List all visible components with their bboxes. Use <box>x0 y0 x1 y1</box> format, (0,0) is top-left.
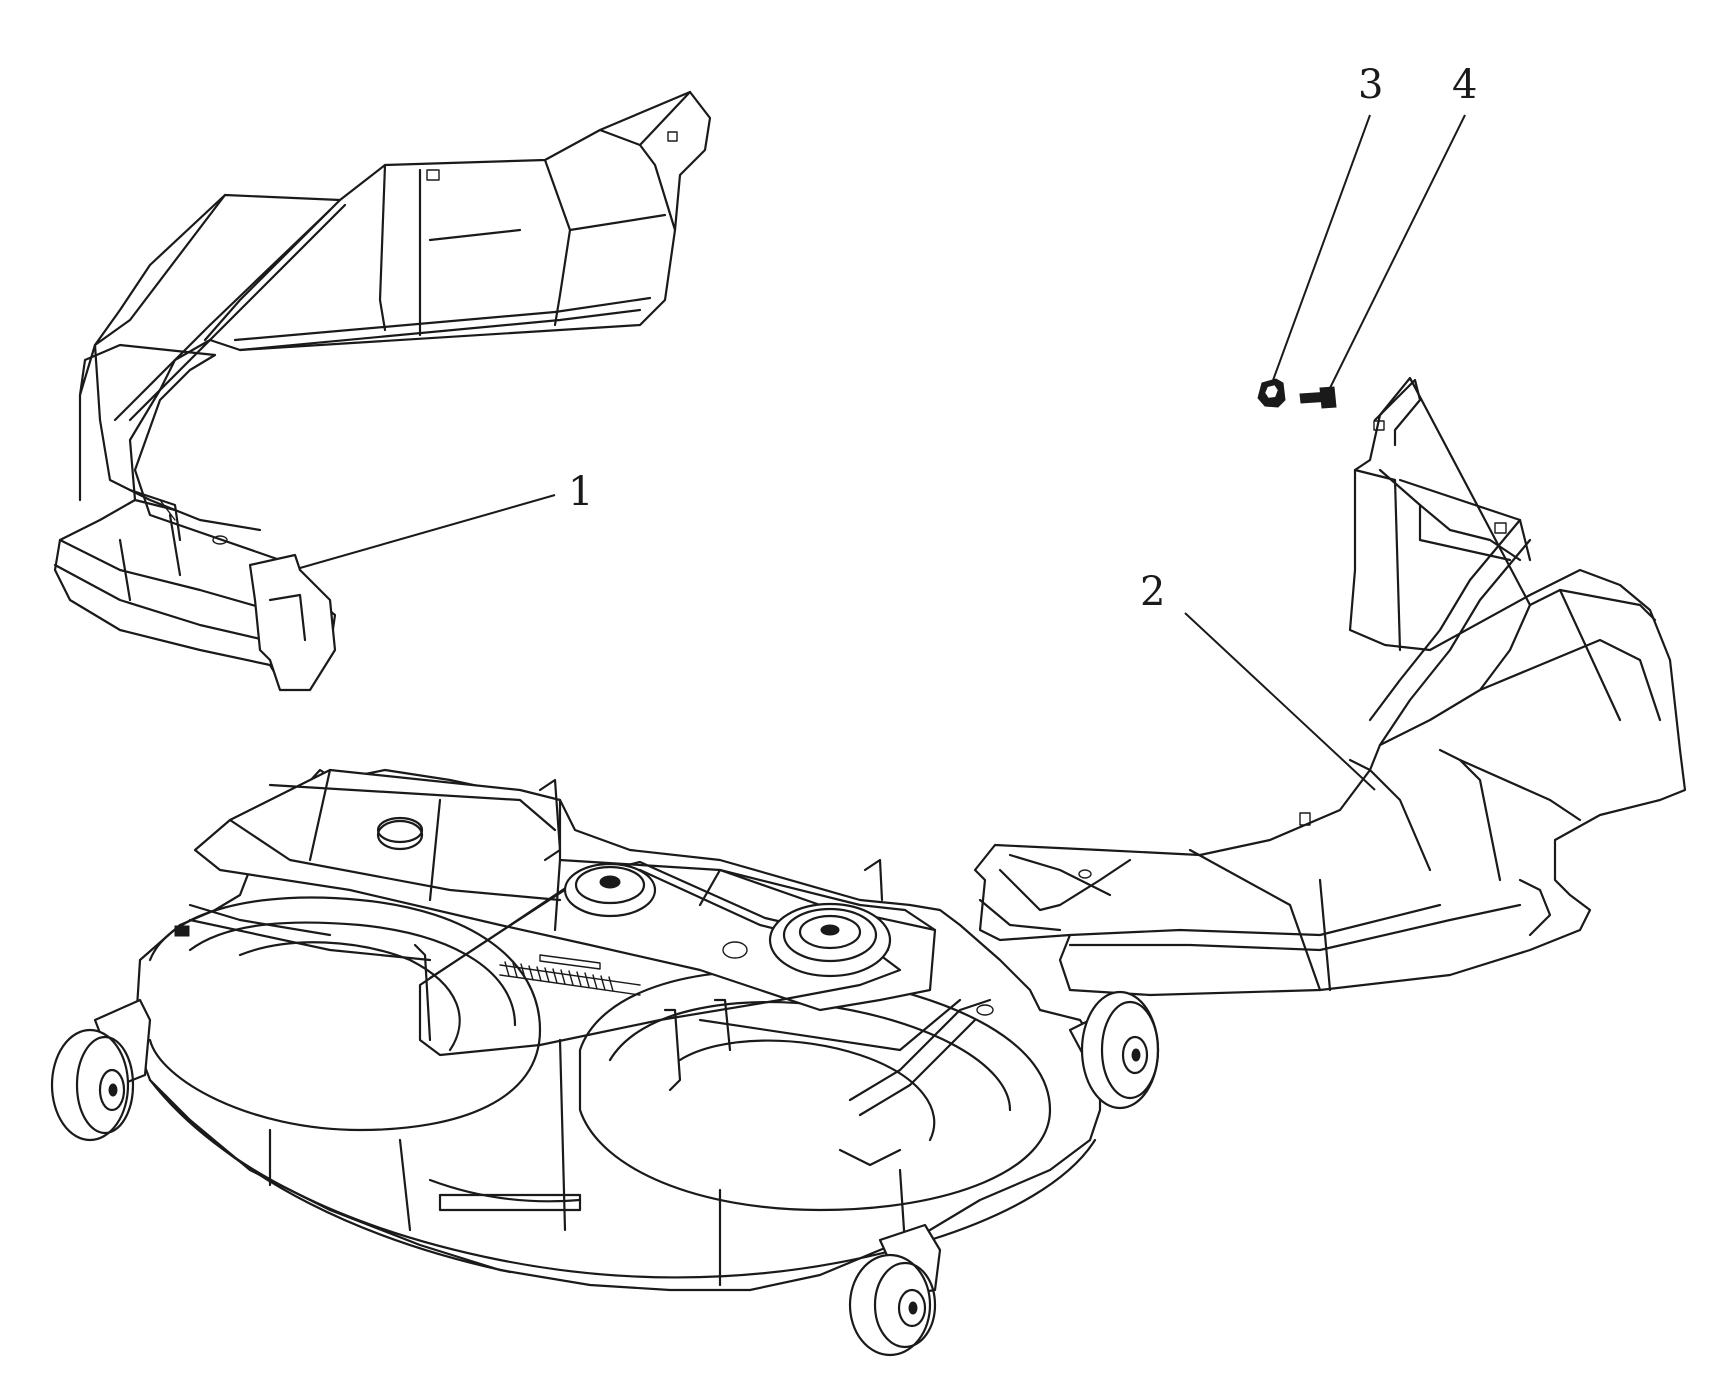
spring-coil <box>504 961 614 992</box>
part-4-bolt <box>1299 386 1337 409</box>
part-2-right-shield <box>973 376 1687 997</box>
wheel-front <box>848 1223 942 1357</box>
wheel-left <box>50 998 152 1142</box>
part-3-nut <box>1257 378 1286 408</box>
callout-3: 3 <box>1358 62 1383 108</box>
leader-line-2 <box>1184 612 1376 791</box>
callout-4: 4 <box>1452 62 1477 108</box>
part-1-left-shield <box>53 90 712 692</box>
wheel-right <box>1068 990 1160 1110</box>
leader-line-1 <box>299 494 556 569</box>
callout-2: 2 <box>1140 569 1165 615</box>
callout-1: 1 <box>568 469 593 515</box>
leader-line-4 <box>1329 114 1466 389</box>
mower-deck-assembly <box>50 768 1160 1357</box>
leader-line-3 <box>1271 114 1371 384</box>
callouts: 1 2 3 4 <box>299 62 1477 791</box>
